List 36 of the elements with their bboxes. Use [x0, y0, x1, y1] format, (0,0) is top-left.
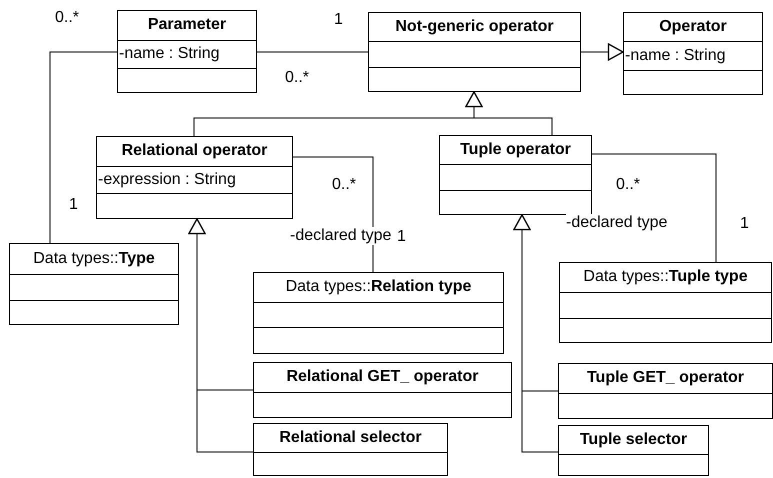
class-name: Relational GET_ operator: [285, 368, 480, 386]
class-name: Data types::Type: [32, 250, 156, 268]
class-box: [368, 12, 581, 92]
class-box: [9, 243, 179, 325]
class-box: [117, 10, 257, 93]
class-name: Data types::Tuple type: [582, 268, 749, 286]
association-line: [292, 156, 374, 272]
association-line: [592, 154, 716, 262]
class-name: Operator: [658, 18, 728, 36]
class-box: [558, 363, 773, 419]
class-box: [559, 262, 772, 343]
generalization-arrow: [513, 214, 558, 452]
role-label: -declared type: [290, 227, 392, 245]
class-name: Tuple selector: [578, 430, 688, 449]
class-name: Tuple GET_ operator: [586, 369, 746, 388]
class-name: Relational selector: [278, 428, 423, 447]
class-name: Relational operator: [120, 142, 268, 160]
generalization-arrow: [580, 43, 624, 61]
class-box: [253, 362, 512, 418]
class-name: Parameter: [146, 16, 228, 34]
class-box: [253, 423, 448, 476]
class-name: Tuple operator: [459, 140, 572, 159]
attribute-text: -name : String: [119, 45, 220, 64]
class-box: [558, 425, 709, 476]
class-name: Data types::Relation type: [284, 278, 472, 296]
attribute-text: -expression : String: [98, 170, 236, 189]
class-box: [96, 136, 293, 219]
class-name: Not-generic operator: [394, 18, 555, 36]
generalization-arrow: [465, 91, 552, 136]
class-box: [253, 272, 504, 354]
class-box: [623, 12, 763, 95]
attribute-text: -name : String: [625, 46, 726, 65]
association-line: [50, 52, 118, 244]
generalization-arrow: [188, 218, 254, 452]
role-label: -declared type: [566, 214, 668, 232]
class-box: [439, 135, 592, 215]
